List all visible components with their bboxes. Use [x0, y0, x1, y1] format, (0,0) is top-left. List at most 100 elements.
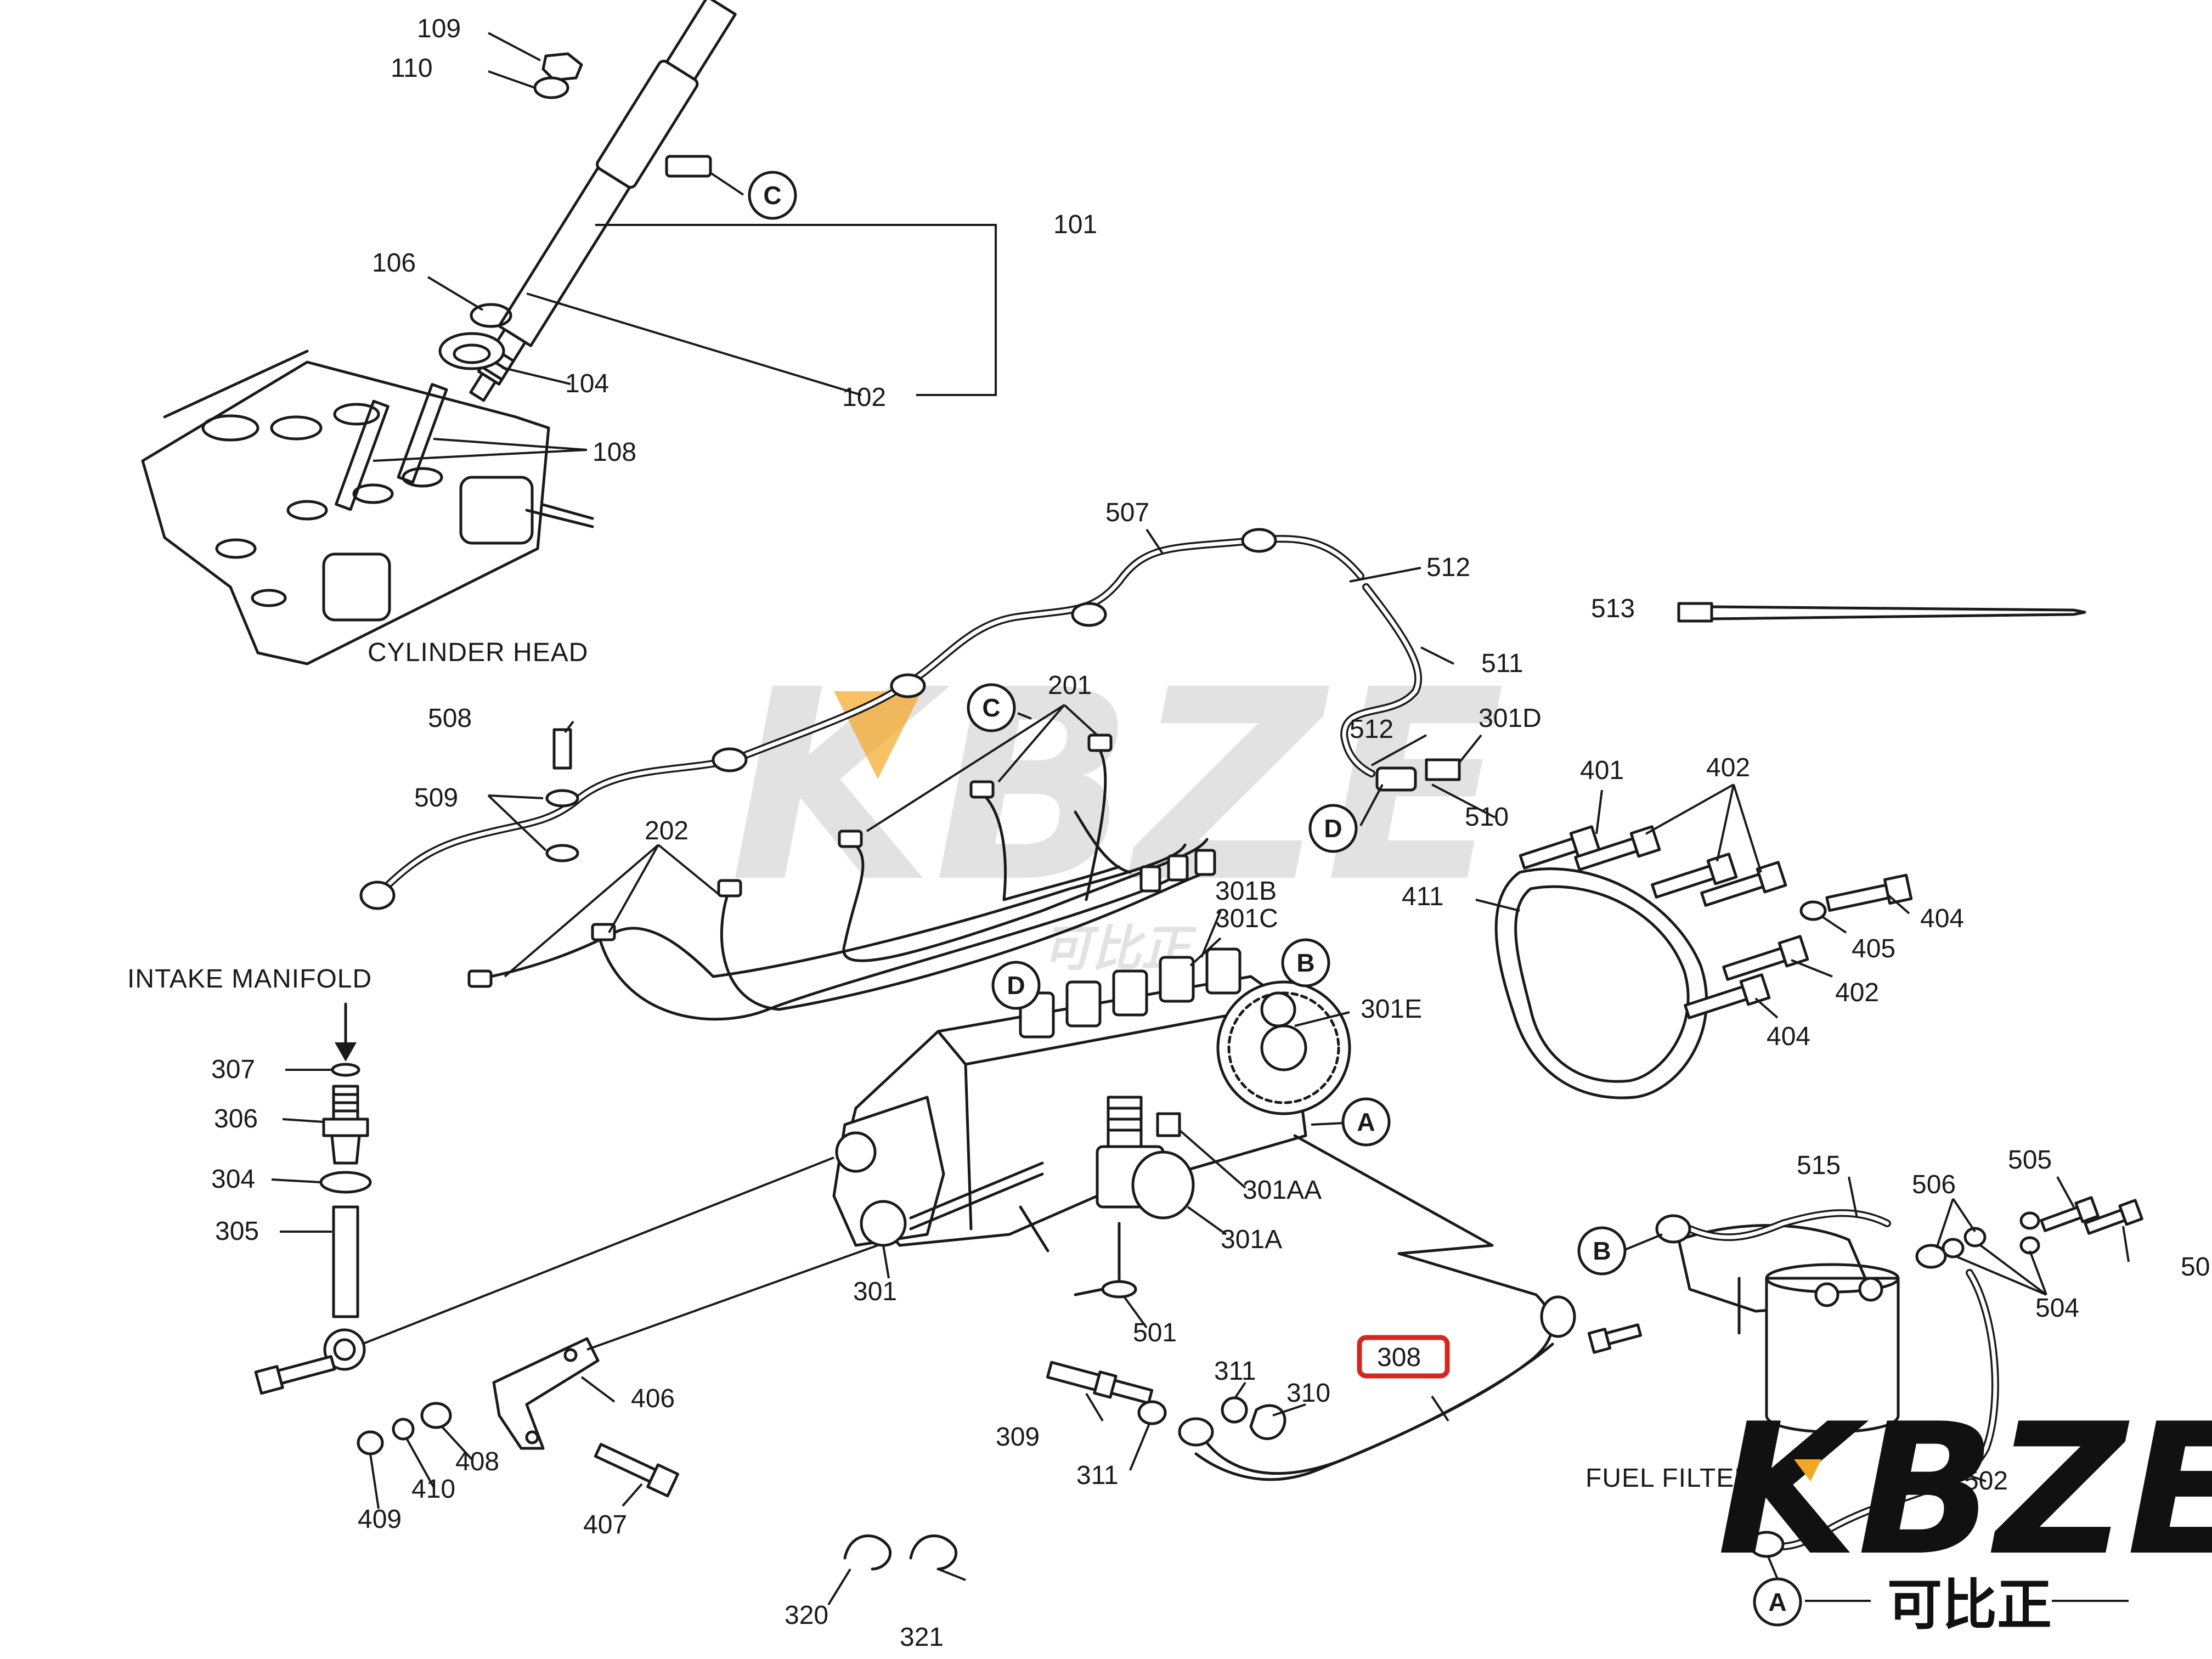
- label-402-bottom: 402: [1835, 978, 1879, 1007]
- label-513: 513: [1591, 594, 1635, 623]
- label-511: 511: [1481, 649, 1523, 678]
- label-307: 307: [211, 1055, 255, 1084]
- label-310: 310: [1286, 1379, 1330, 1408]
- svg-text:C: C: [982, 693, 1000, 722]
- label-407: 407: [583, 1510, 627, 1539]
- svg-text:D: D: [1007, 971, 1025, 1000]
- caption-fuel-filter: FUEL FILTER: [1585, 1464, 1754, 1493]
- seat-104: [438, 332, 505, 370]
- caption-cylinder-head: CYLINDER HEAD: [368, 638, 588, 667]
- label-402-top: 402: [1706, 753, 1750, 782]
- pipe-305: [332, 1205, 359, 1318]
- cable-tie-513: [1677, 602, 2086, 623]
- callout-b-filter: B: [1577, 1226, 1627, 1276]
- label-309: 309: [996, 1423, 1040, 1452]
- label-504: 504: [2035, 1294, 2079, 1323]
- oring-106: [470, 303, 512, 328]
- callout-a-bottom: A: [1753, 1577, 1802, 1627]
- callout-d-leakoff: D: [1308, 804, 1358, 853]
- label-311-bottom: 311: [1076, 1461, 1119, 1490]
- label-515: 515: [1797, 1151, 1841, 1180]
- label-306: 306: [214, 1104, 258, 1133]
- callout-c-injector: C: [748, 171, 797, 220]
- leak-off-pipe: [359, 528, 1496, 910]
- intake-manifold-parts: [254, 1002, 834, 1395]
- label-321: 321: [900, 1623, 944, 1652]
- callout-c-pipes: C: [967, 683, 1016, 732]
- fitting-510: [1375, 766, 1417, 792]
- label-401: 401: [1580, 756, 1624, 785]
- label-106: 106: [372, 249, 416, 278]
- svg-text:D: D: [1324, 814, 1342, 843]
- callout-d-pump: D: [991, 961, 1041, 1010]
- label-512-top: 512: [1426, 553, 1470, 582]
- logo-cn: 可比正: [1887, 1573, 2052, 1637]
- label-506: 506: [1912, 1170, 1956, 1199]
- svg-text:B: B: [1593, 1237, 1611, 1265]
- label-301A: 301A: [1221, 1225, 1282, 1254]
- svg-text:B: B: [1296, 949, 1314, 977]
- washer-405: [1799, 900, 1827, 921]
- oring-307: [331, 1063, 360, 1077]
- label-404-bottom: 404: [1767, 1022, 1810, 1051]
- clip-304: [319, 1171, 372, 1194]
- label-507: 507: [1105, 498, 1149, 527]
- label-101: 101: [1053, 210, 1097, 239]
- logo-text: KBZE: [1717, 1385, 2212, 1595]
- callout-a-pump: A: [1341, 1097, 1391, 1147]
- label-512-bottom: 512: [1350, 715, 1393, 744]
- label-301B: 301B: [1215, 877, 1277, 906]
- label-201: 201: [1048, 671, 1092, 700]
- caption-intake-manifold: INTAKE MANIFOLD: [127, 964, 372, 994]
- label-301C: 301C: [1215, 904, 1278, 933]
- label-405: 405: [1852, 934, 1895, 963]
- label-108: 108: [592, 438, 636, 467]
- fuel-filter: [1655, 1176, 2143, 1558]
- logo-accent: [1794, 1459, 1821, 1481]
- label-408: 408: [455, 1447, 499, 1476]
- bracket-406: [357, 1244, 878, 1509]
- part-number-labels: 109 110 101 106 104 102 108 507 512 513 …: [211, 14, 2210, 1652]
- label-320: 320: [785, 1601, 828, 1630]
- label-301D: 301D: [1479, 704, 1542, 733]
- label-301: 301: [853, 1277, 897, 1306]
- svg-text:C: C: [763, 181, 781, 210]
- highlight-box-308: [1357, 1335, 1450, 1379]
- callout-b-pump: B: [1281, 938, 1330, 988]
- svg-text:A: A: [1357, 1108, 1375, 1136]
- washer-110: [533, 76, 569, 99]
- label-305: 305: [215, 1217, 259, 1246]
- callouts: C C D D B A B A: [748, 171, 1802, 1627]
- kbze-logo: KBZE 可比正: [1717, 1385, 2212, 1637]
- washer-408: [420, 1402, 452, 1429]
- label-501: 501: [1133, 1318, 1177, 1347]
- label-308: 308: [1377, 1343, 1421, 1372]
- label-102: 102: [842, 383, 886, 412]
- cover-gasket-411: [1475, 867, 1708, 1099]
- label-508: 508: [428, 704, 472, 733]
- label-301E: 301E: [1361, 995, 1422, 1024]
- label-110: 110: [391, 54, 433, 83]
- captions: CYLINDER HEAD INTAKE MANIFOLD FUEL FILTE…: [127, 638, 1754, 1493]
- injection-pump-301: [832, 910, 1367, 1329]
- label-311-top: 311: [1214, 1357, 1256, 1386]
- label-409: 409: [358, 1505, 402, 1534]
- injector-assembly: [335, 0, 997, 511]
- label-304: 304: [211, 1165, 255, 1194]
- label-509: 509: [414, 783, 458, 812]
- nut-409: [357, 1430, 384, 1455]
- label-406: 406: [631, 1384, 675, 1413]
- washer-410: [392, 1418, 415, 1441]
- watermark: KBZE 可比正: [730, 634, 1505, 978]
- label-109: 109: [417, 14, 461, 43]
- label-202: 202: [645, 816, 689, 845]
- label-301AA: 301AA: [1243, 1176, 1322, 1205]
- bolt-301D: [1425, 758, 1461, 781]
- clips-320-321: [827, 1534, 966, 1606]
- cylinder-head: [141, 349, 594, 665]
- injection-pipes: [467, 704, 1216, 1021]
- label-50x: 50: [2181, 1252, 2210, 1282]
- label-404-top: 404: [1920, 904, 1964, 933]
- label-410: 410: [411, 1475, 455, 1504]
- fuel-pipe-308: [1046, 1134, 1643, 1481]
